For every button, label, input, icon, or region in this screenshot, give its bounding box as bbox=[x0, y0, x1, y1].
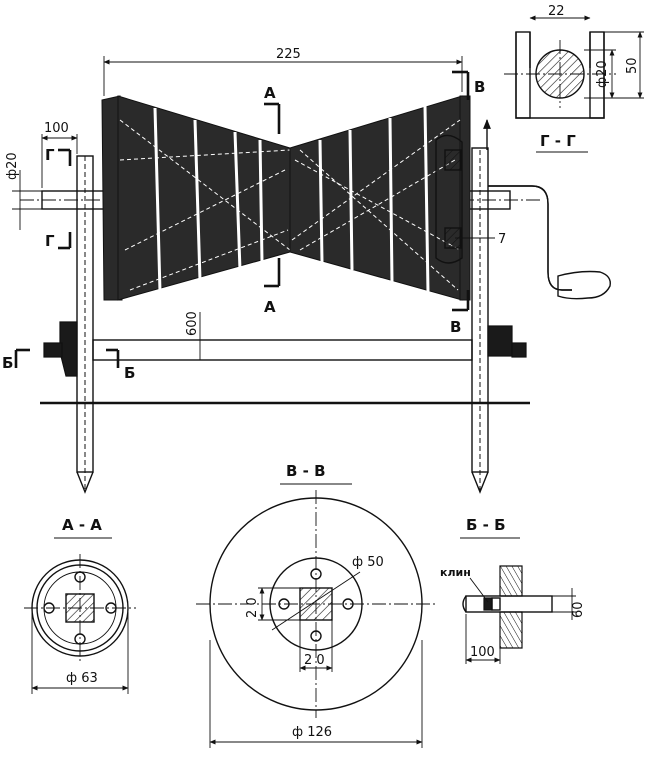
section-b-mark-left: Б bbox=[2, 354, 13, 372]
wedge-label: клин bbox=[440, 566, 471, 579]
section-gg-title: Г - Г bbox=[540, 132, 576, 150]
section-bb: Б - Б клин 60 100 bbox=[440, 516, 586, 664]
dim-shaft-diameter: ф20 bbox=[5, 152, 20, 180]
section-gg: 22 ф20 50 Г - Г bbox=[504, 4, 644, 153]
dim-wedge-height: 60 bbox=[571, 601, 586, 618]
main-view: А А В В Г Г Б Б 225 100 bbox=[2, 47, 611, 494]
dim-key-width: 22 bbox=[548, 4, 565, 19]
dim-section-b-spacing-v: 2 0 bbox=[245, 597, 260, 618]
section-a-mark-bottom: А bbox=[264, 298, 276, 316]
dim-section-a-diameter: ф 63 bbox=[66, 671, 98, 686]
dim-shaft-end: 100 bbox=[44, 121, 69, 136]
dim-section-b-diameter: ф 126 bbox=[292, 725, 332, 740]
section-g-mark-top: Г bbox=[45, 146, 55, 164]
section-aa: А - А ф 63 bbox=[24, 516, 136, 694]
dim-wedge-length: 100 bbox=[470, 645, 495, 660]
section-g-mark-bottom: Г bbox=[45, 232, 55, 250]
part-number-label: 7 bbox=[498, 232, 506, 247]
dim-section-b-spacing-h: 2 0 bbox=[304, 653, 325, 668]
dim-key-height: 50 bbox=[625, 57, 640, 74]
section-v-mark-top: В bbox=[474, 78, 485, 96]
section-vv: В - В ф 50 2 0 2 0 ф 126 bbox=[196, 462, 436, 748]
dim-key-bore: ф20 bbox=[595, 60, 610, 88]
dim-base-bar: 600 bbox=[185, 311, 200, 336]
section-a-mark-top: А bbox=[264, 84, 276, 102]
section-vv-title: В - В bbox=[286, 462, 326, 480]
section-v-mark-bottom: В bbox=[450, 318, 461, 336]
section-bb-title: Б - Б bbox=[466, 516, 506, 534]
section-b-mark-right: Б bbox=[124, 364, 135, 382]
section-aa-title: А - А bbox=[62, 516, 102, 534]
dim-overall-length: 225 bbox=[276, 47, 301, 62]
dim-section-b-bolt-circle: ф 50 bbox=[352, 555, 384, 570]
